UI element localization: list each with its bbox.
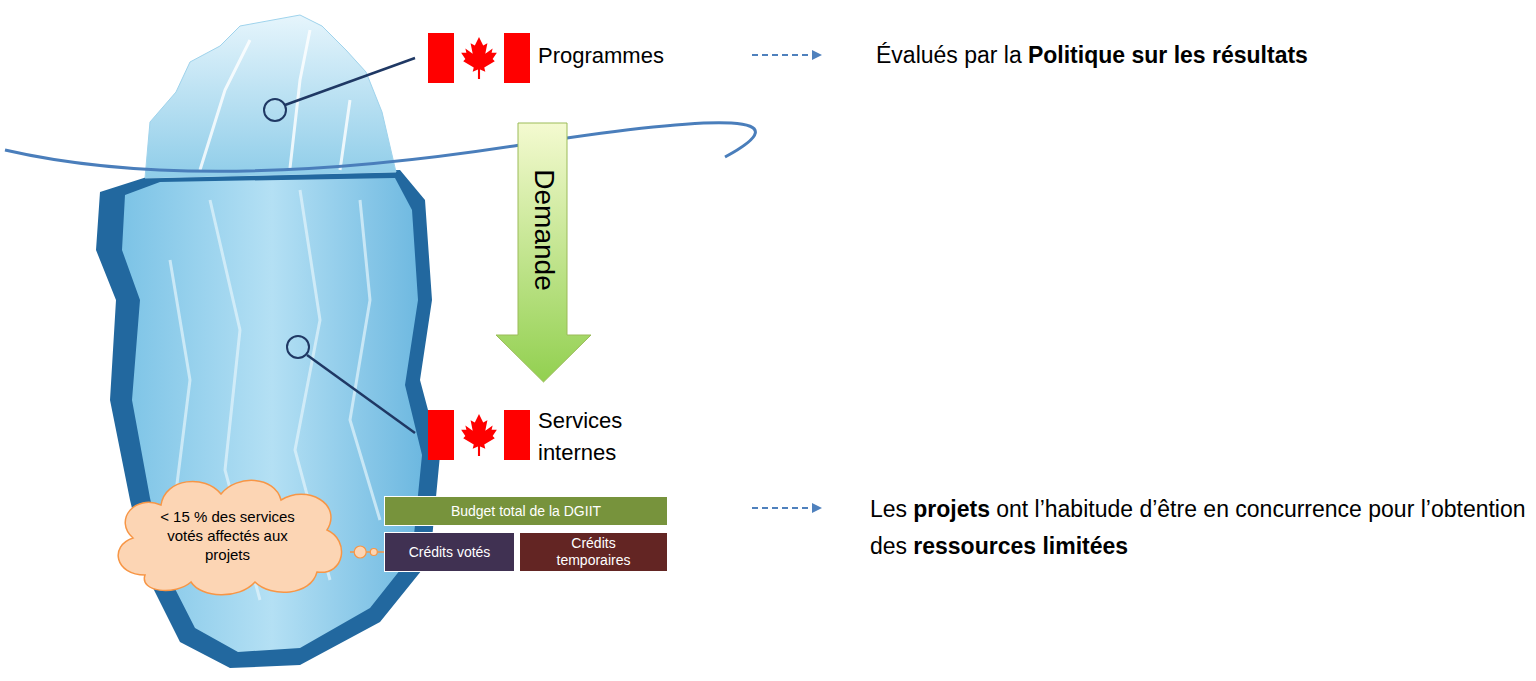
dashed-arrow bbox=[752, 503, 822, 513]
iceberg-tip-facets bbox=[200, 30, 350, 170]
credit-box: Crédits votés bbox=[384, 532, 515, 572]
note-text: ressources limitées bbox=[913, 533, 1128, 559]
iceberg-body bbox=[96, 170, 440, 668]
note-text: Politique sur les résultats bbox=[1028, 42, 1308, 68]
box-text: Budget total de la DGIIT bbox=[451, 503, 601, 520]
cloud-outline bbox=[118, 480, 341, 594]
arrow-outline bbox=[496, 123, 591, 382]
callout-cloud: < 15 % des services votés affectés aux p… bbox=[105, 470, 350, 600]
arrow-label: Demande bbox=[528, 169, 560, 290]
demand-arrow: Demande bbox=[495, 122, 592, 383]
budget-box: Budget total de la DGIIT bbox=[384, 496, 668, 526]
note-text: Évalués par la bbox=[876, 42, 1022, 68]
note-text: Les bbox=[870, 496, 907, 522]
box-text: Crédits votés bbox=[409, 544, 491, 561]
iceberg-tip bbox=[145, 15, 396, 178]
service-label: Services internes bbox=[538, 408, 622, 465]
credit-box: Crédits temporaires bbox=[519, 532, 668, 572]
box-text: Crédits temporaires bbox=[539, 535, 649, 569]
water-line bbox=[5, 123, 755, 172]
program-label-group: Programmes bbox=[538, 41, 738, 71]
program-label: Programmes bbox=[538, 43, 664, 68]
note-text-group: Évalués par laPolitique sur les résultat… bbox=[876, 39, 1516, 71]
cloud-text: < 15 % des services votés affectés aux p… bbox=[153, 507, 303, 564]
tail-bubble bbox=[354, 546, 366, 558]
canada-flag bbox=[428, 33, 530, 83]
note-text-group: Lesprojetsont l’habitude d’être en concu… bbox=[870, 491, 1528, 565]
leader-line bbox=[307, 355, 415, 433]
service-label-group: Services internes bbox=[538, 405, 638, 469]
leader-dot bbox=[287, 336, 309, 358]
dashed-arrow bbox=[752, 50, 822, 60]
leader-line bbox=[285, 58, 415, 105]
callout-tail bbox=[350, 546, 384, 558]
canada-flag bbox=[428, 410, 530, 460]
leader-dot bbox=[264, 99, 286, 121]
tail-bubble bbox=[370, 549, 377, 556]
note-text: projets bbox=[913, 496, 990, 522]
